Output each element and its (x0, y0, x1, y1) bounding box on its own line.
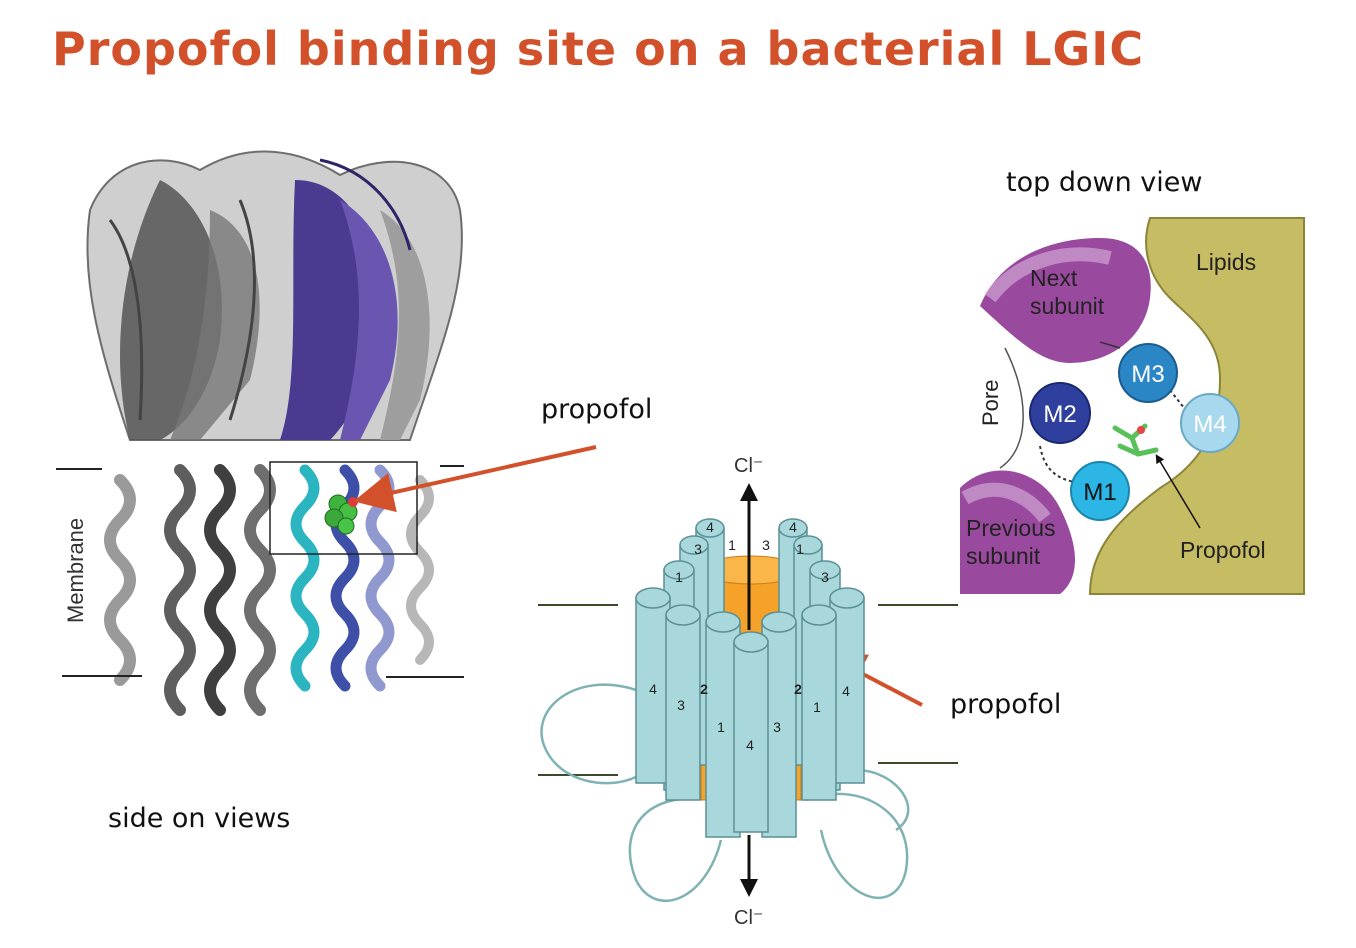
helix-number: 3 (677, 697, 685, 713)
helix-number: 3 (821, 569, 829, 585)
propofol-label-top: propofol (541, 394, 653, 425)
helix-number: 3 (762, 537, 770, 553)
next-subunit-label-1: Next (1030, 265, 1078, 291)
helix-number: 3 (773, 719, 781, 735)
pore-boundary (999, 347, 1024, 469)
slide-title: Propofol binding site on a bacterial LGI… (52, 22, 1145, 76)
helix-m4: M4 (1180, 393, 1240, 453)
propofol-label-topview: Propofol (1180, 537, 1266, 563)
previous-subunit-label-1: Previous (966, 515, 1055, 541)
previous-subunit-region (960, 470, 1075, 594)
extracellular-domain (86, 150, 463, 441)
svg-text:M1: M1 (1083, 479, 1116, 506)
membrane-label: Membrane (63, 518, 88, 623)
helix-number: 4 (789, 519, 797, 535)
helix-number: 4 (649, 681, 657, 697)
helix-number: 4 (842, 683, 850, 699)
ion-label-top: Cl⁻ (734, 455, 763, 477)
pore-label: Pore (978, 380, 1003, 426)
next-subunit-label-2: subunit (1030, 293, 1105, 319)
side-view-caption: side on views (108, 803, 291, 834)
helix-number: 2 (794, 681, 802, 697)
helix-number: 1 (813, 699, 821, 715)
helix-number: 1 (717, 719, 725, 735)
loops (540, 683, 910, 902)
helix-m1: M1 (1070, 461, 1130, 521)
helix-number-labels: 4 4 3 1 3 1 1 3 4 3 2 2 1 3 1 4 4 (649, 519, 850, 753)
propofol-label-bottom: propofol (950, 689, 1062, 720)
previous-subunit-label-2: subunit (966, 543, 1041, 569)
helix-number: 1 (728, 537, 736, 553)
top-view-caption: top down view (1006, 167, 1203, 198)
helix-number: 4 (706, 519, 714, 535)
svg-text:M4: M4 (1193, 411, 1226, 438)
svg-text:M2: M2 (1043, 401, 1076, 428)
helix-number: 1 (675, 569, 683, 585)
top-down-view-diagram: M2 M3 M4 M1 Next subunit Lipids Pore Pre… (960, 217, 1305, 596)
helix-number: 1 (796, 541, 804, 557)
helix-number: 3 (694, 541, 702, 557)
lipids-label: Lipids (1196, 249, 1256, 275)
svg-text:M3: M3 (1131, 361, 1164, 388)
helix-m2: M2 (1029, 382, 1091, 444)
binding-site-box (269, 461, 418, 555)
helix-cylinders (635, 518, 865, 838)
side-view-structure: Membrane (56, 150, 464, 716)
helix-m3: M3 (1118, 343, 1178, 403)
channel-schematic: Cl⁻ Cl⁻ 4 4 3 1 3 1 1 3 4 3 2 2 1 3 1 4 … (538, 455, 958, 929)
propofol-pointer (1155, 454, 1201, 529)
ion-label-bottom: Cl⁻ (734, 907, 763, 929)
helix-number: 2 (700, 681, 708, 697)
helix-number: 4 (746, 737, 754, 753)
